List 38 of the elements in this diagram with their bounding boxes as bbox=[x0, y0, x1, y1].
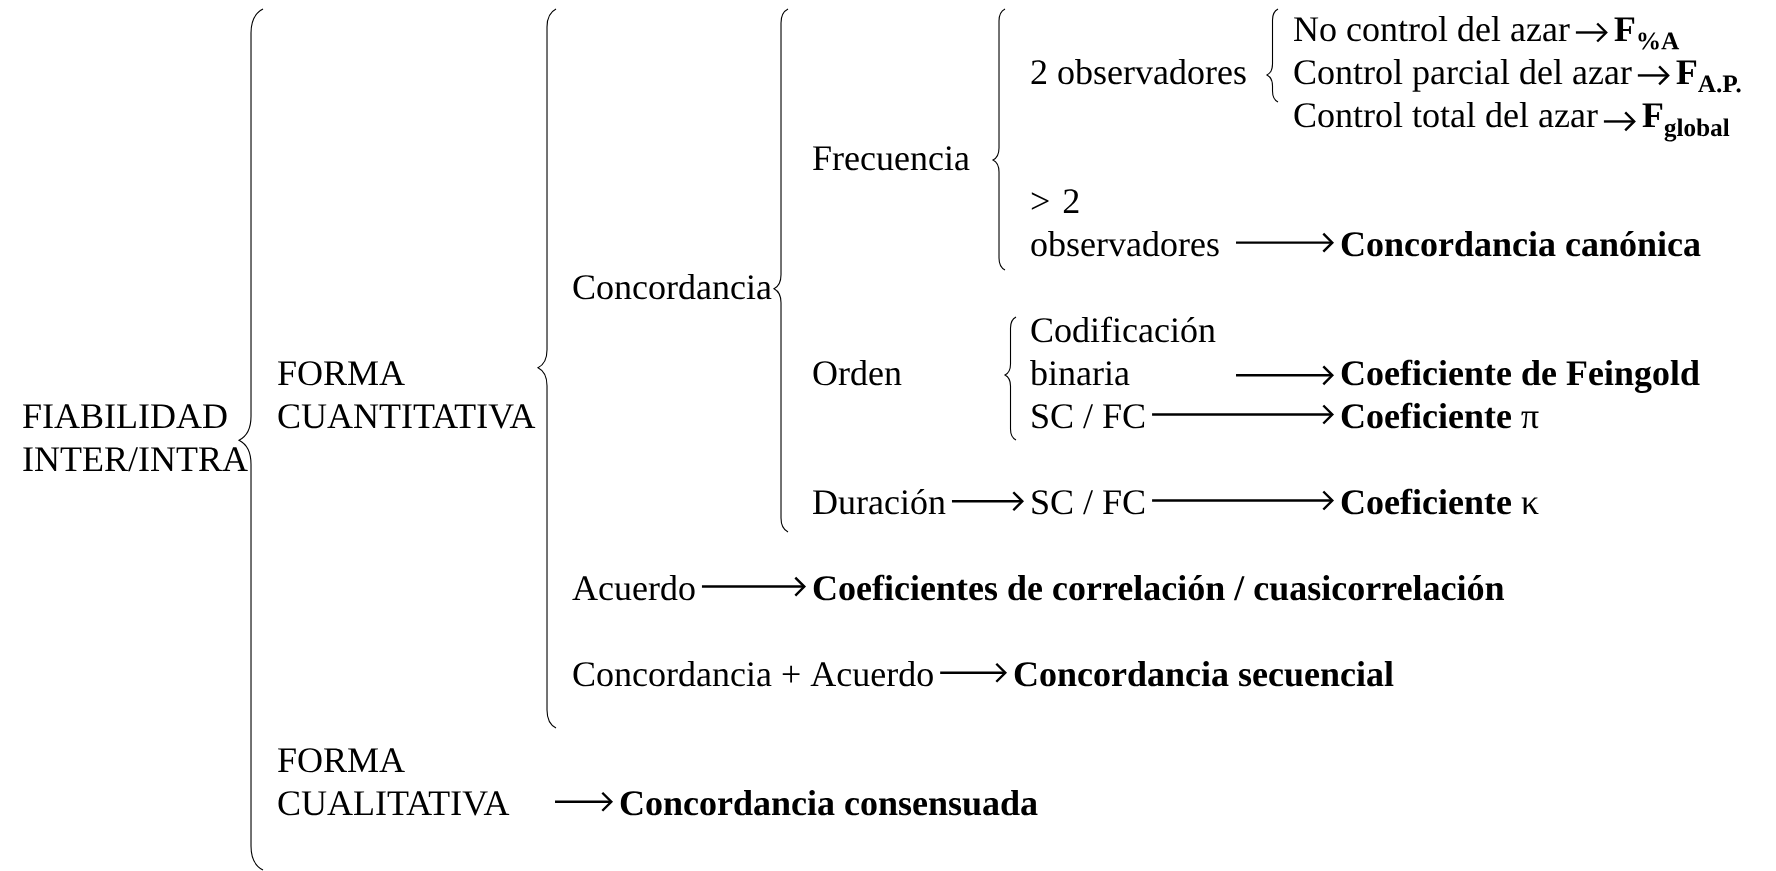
item-text: Duración bbox=[813, 488, 946, 515]
result-text: F$_{global}$ bbox=[1642, 103, 1730, 142]
item-text: Codificación binaria bbox=[1030, 316, 1216, 386]
arrow bbox=[701, 576, 806, 597]
item-text: Coeficiente κ bbox=[1341, 488, 1539, 515]
item-text: Coeficiente π bbox=[1341, 402, 1539, 429]
result-text: F$_{A.P.}$ bbox=[1676, 60, 1741, 93]
result-text: Concordancia canónica bbox=[1341, 231, 1701, 257]
item-text: > 2 observadores bbox=[1031, 189, 1219, 257]
arrow bbox=[555, 791, 613, 812]
arrow bbox=[1152, 490, 1334, 511]
arrow bbox=[940, 662, 1007, 683]
branch-label: FORMA CUANTITATIVA bbox=[278, 361, 536, 429]
arrow bbox=[1152, 404, 1334, 425]
branch-label: Concordancia bbox=[573, 274, 772, 300]
branch-label: FIABILIDAD INTER/INTRA bbox=[23, 404, 248, 472]
result-text: F$_{%A}$ bbox=[1614, 17, 1680, 50]
item-text: Acuerdo bbox=[572, 575, 695, 601]
arrow bbox=[951, 491, 1024, 512]
item-text: SC / FC bbox=[1032, 490, 1145, 515]
arrow bbox=[1236, 365, 1334, 386]
result-text: Concordancia consensuada bbox=[620, 790, 1038, 816]
branch-label: 2 observadores bbox=[1031, 59, 1246, 85]
arrow bbox=[1575, 22, 1608, 43]
arrow bbox=[1236, 232, 1334, 253]
result-text: Concordancia secuencial bbox=[1014, 661, 1394, 687]
item-text: Control total del azar bbox=[1294, 102, 1598, 128]
item-text: No control del azar bbox=[1294, 16, 1570, 42]
item-text: FORMA CUALITATIVA bbox=[278, 748, 510, 816]
result-text: Coeficiente de Feingold bbox=[1341, 359, 1700, 393]
item-text: Control parcial del azar bbox=[1294, 59, 1632, 92]
result-text: Coeficientes de correlación / cuasicorrelación bbox=[813, 574, 1505, 601]
arrow bbox=[1603, 111, 1636, 132]
branch-label: Frecuencia bbox=[813, 146, 970, 171]
item-text: SC / FC bbox=[1032, 404, 1145, 429]
arrow bbox=[1637, 65, 1670, 86]
item-text: Concordancia + Acuerdo bbox=[573, 661, 933, 687]
branch-label: Orden bbox=[813, 360, 902, 386]
